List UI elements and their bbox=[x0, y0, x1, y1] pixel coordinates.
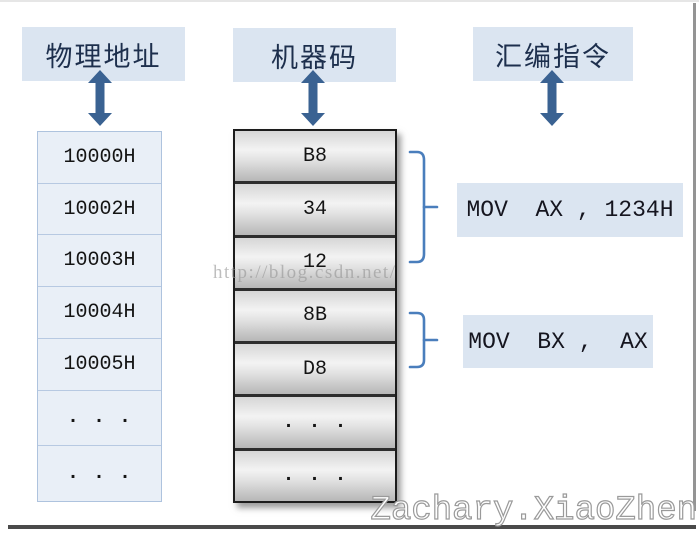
header-machine-code-label: 机器码 bbox=[271, 42, 358, 73]
address-cell-ellipsis: . . . bbox=[38, 391, 161, 447]
machine-code-cell: 34 bbox=[235, 184, 395, 238]
double-arrow-icon bbox=[540, 70, 564, 126]
address-cell-ellipsis: . . . bbox=[38, 446, 161, 501]
header-machine-code: 机器码 bbox=[233, 28, 396, 82]
address-value: 10000H bbox=[63, 145, 136, 169]
header-physical-address: 物理地址 bbox=[22, 27, 185, 81]
address-value: 10003H bbox=[63, 249, 136, 273]
machine-code-cell-ellipsis: . . . bbox=[235, 397, 395, 451]
double-arrow-icon bbox=[301, 70, 325, 126]
double-arrow-shape bbox=[540, 70, 564, 126]
address-cell: 10000H bbox=[38, 132, 161, 184]
machine-code-cell: 12 bbox=[235, 237, 395, 291]
watermark-signature: Zachary.XiaoZhen bbox=[370, 491, 698, 530]
machine-code-value: 8B bbox=[302, 304, 327, 328]
double-arrow-shape bbox=[88, 70, 112, 126]
ellipsis: . . . bbox=[66, 462, 132, 486]
brace-group-1 bbox=[408, 150, 439, 264]
brace-shape bbox=[408, 150, 426, 264]
brace-shape bbox=[408, 311, 426, 369]
ellipsis: . . . bbox=[282, 411, 348, 435]
header-physical-address-label: 物理地址 bbox=[45, 41, 162, 72]
machine-code-value: 12 bbox=[302, 251, 327, 275]
machine-code-cell: B8 bbox=[235, 131, 395, 185]
address-cell: 10005H bbox=[38, 339, 161, 391]
machine-code-value: B8 bbox=[302, 144, 327, 168]
machine-code-value: 34 bbox=[302, 197, 327, 221]
instruction-box-mov-ax: MOV AX , 1234H bbox=[457, 183, 683, 237]
machine-code-cell: 8B bbox=[235, 290, 395, 345]
ellipsis: . . . bbox=[282, 464, 348, 488]
address-value: 10004H bbox=[63, 301, 136, 325]
brace-group-2 bbox=[408, 311, 439, 369]
frame-right-border bbox=[693, 3, 696, 511]
machine-code-value: D8 bbox=[302, 357, 327, 381]
header-assembly-instruction-label: 汇编指令 bbox=[495, 41, 611, 72]
machine-code-column: B8 34 12 8B D8 . . . . . . bbox=[233, 129, 397, 503]
double-arrow-icon bbox=[88, 70, 112, 126]
physical-address-column: 10000H 10002H 10003H 10004H 10005H . . .… bbox=[37, 131, 162, 502]
ellipsis: . . . bbox=[66, 406, 132, 430]
address-value: 10005H bbox=[63, 352, 136, 376]
address-cell: 10003H bbox=[38, 235, 161, 288]
instruction-text: MOV BX , AX bbox=[468, 328, 648, 355]
address-value: 10002H bbox=[63, 197, 136, 221]
instruction-text: MOV AX , 1234H bbox=[466, 197, 674, 223]
machine-code-cell: D8 bbox=[235, 344, 395, 398]
header-assembly-instruction: 汇编指令 bbox=[473, 27, 633, 81]
frame-bottom-border bbox=[8, 525, 696, 529]
machine-code-cell-ellipsis: . . . bbox=[235, 450, 395, 501]
address-cell: 10002H bbox=[38, 184, 161, 236]
instruction-box-mov-bx: MOV BX , AX bbox=[463, 315, 653, 368]
watermark-blog-url: http://blog.csdn.net/ bbox=[213, 262, 397, 283]
double-arrow-shape bbox=[301, 70, 325, 126]
address-cell: 10004H bbox=[38, 287, 161, 339]
frame-top-border bbox=[0, 0, 699, 2]
